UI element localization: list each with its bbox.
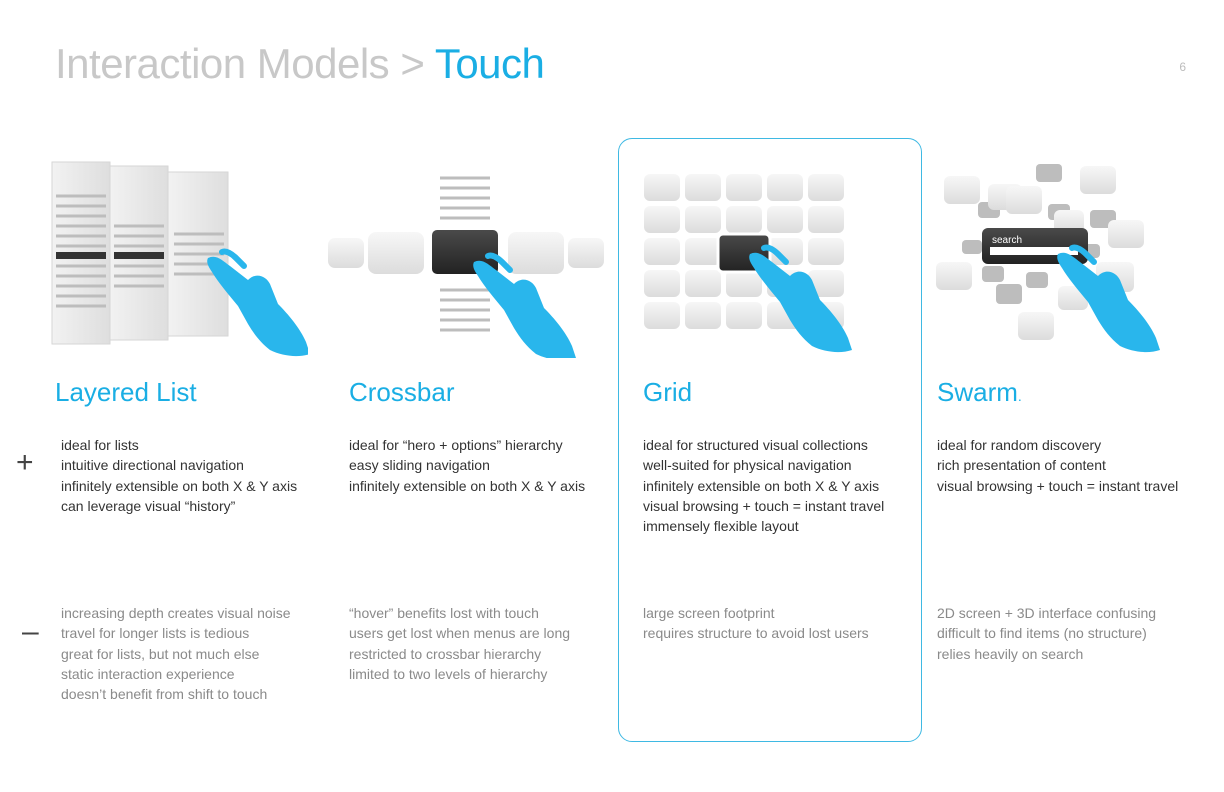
grid-tile xyxy=(808,174,844,201)
list-item: difficult to find items (no structure) xyxy=(937,625,1147,642)
search-label: search xyxy=(992,235,1022,246)
pros-list: ideal for “hero + options” hierarchy eas… xyxy=(349,435,585,496)
list-item: ideal for random discovery xyxy=(937,437,1102,453)
list-item: “hover” benefits lost with touch xyxy=(349,605,539,621)
column-title: Crossbar xyxy=(349,377,455,407)
grid-tile xyxy=(767,238,803,265)
grid-tile xyxy=(685,302,721,329)
grid-tile xyxy=(726,206,762,233)
list-item: large screen footprint xyxy=(643,605,775,621)
page-number: 6 xyxy=(1179,60,1186,74)
grid-tile xyxy=(644,302,680,329)
grid-tile xyxy=(644,174,680,201)
grid-tile xyxy=(808,270,844,297)
column-title: Layered List xyxy=(55,377,197,407)
column-title-text: Swarm xyxy=(937,377,1018,407)
grid-tile xyxy=(767,174,803,201)
pros-list: ideal for lists intuitive directional na… xyxy=(61,435,297,516)
list-item: restricted to crossbar hierarchy xyxy=(349,645,542,662)
breadcrumb-parent: Interaction Models xyxy=(55,40,390,87)
layered-list-illustration xyxy=(51,161,308,358)
grid-tile xyxy=(685,270,721,297)
list-item: visual browsing + touch = instant travel xyxy=(643,497,885,514)
cons-minus-sign: – xyxy=(22,615,39,648)
list-item: can leverage visual “history” xyxy=(61,497,236,514)
list-item: visual browsing + touch = instant travel xyxy=(937,477,1179,494)
list-item: increasing depth creates visual noise xyxy=(61,605,291,621)
list-item: ideal for structured visual collections xyxy=(643,437,868,453)
list-item: requires structure to avoid lost users xyxy=(643,625,869,642)
grid-tile xyxy=(685,238,721,265)
grid-tile xyxy=(726,270,762,297)
pros-list: ideal for random discovery rich presenta… xyxy=(937,435,1178,496)
breadcrumb-current: Touch xyxy=(434,40,545,87)
list-item: 2D screen + 3D interface confusing xyxy=(937,605,1157,621)
grid-tile xyxy=(767,206,803,233)
list-item: infinitely extensible on both X & Y axis xyxy=(643,477,880,494)
grid-tile xyxy=(644,270,680,297)
pros-list: ideal for structured visual collections … xyxy=(643,435,884,536)
list-item: limited to two levels of hierarchy xyxy=(349,665,548,682)
grid-highlight-frame xyxy=(618,138,922,742)
grid-tile xyxy=(808,206,844,233)
crossbar-illustration xyxy=(328,176,604,358)
grid-tile xyxy=(644,206,680,233)
cons-list: “hover” benefits lost with touch users g… xyxy=(349,603,570,684)
column-title: Grid xyxy=(643,377,693,407)
list-item: rich presentation of content xyxy=(937,457,1106,474)
grid-tile xyxy=(644,238,680,265)
list-item: ideal for “hero + options” hierarchy xyxy=(349,437,563,453)
column-title-suffix: . xyxy=(1017,388,1022,404)
list-item: relies heavily on search xyxy=(937,645,1084,662)
list-item: travel for longer lists is tedious xyxy=(61,625,250,642)
pros-plus-sign: + xyxy=(16,446,34,479)
grid-tile xyxy=(685,174,721,201)
list-item: well-suited for physical navigation xyxy=(643,457,852,474)
grid-tile xyxy=(808,238,844,265)
list-item: intuitive directional navigation xyxy=(61,457,244,474)
list-item: ideal for lists xyxy=(61,437,139,453)
grid-tile xyxy=(726,302,762,329)
list-item: easy sliding navigation xyxy=(349,457,490,474)
list-item: immensely flexible layout xyxy=(643,518,799,535)
cons-list: increasing depth creates visual noise tr… xyxy=(61,603,291,704)
swarm-illustration: search xyxy=(936,164,1170,358)
list-item: doesn’t benefit from shift to touch xyxy=(61,686,268,703)
column-title: Swarm. xyxy=(937,377,1022,408)
grid-tile xyxy=(726,174,762,201)
list-item: users get lost when menus are long xyxy=(349,625,571,642)
cons-list: large screen footprint requires structur… xyxy=(643,603,869,644)
list-item: great for lists, but not much else xyxy=(61,645,260,662)
cons-list: 2D screen + 3D interface confusing diffi… xyxy=(937,603,1156,664)
grid-tile xyxy=(685,206,721,233)
grid-illustration xyxy=(644,174,870,355)
page-title: Interaction Models > Touch xyxy=(55,40,545,88)
list-item: infinitely extensible on both X & Y axis xyxy=(349,477,586,494)
list-item: infinitely extensible on both X & Y axis xyxy=(61,477,298,494)
breadcrumb-separator: > xyxy=(400,40,425,87)
list-item: static interaction experience xyxy=(61,665,235,682)
